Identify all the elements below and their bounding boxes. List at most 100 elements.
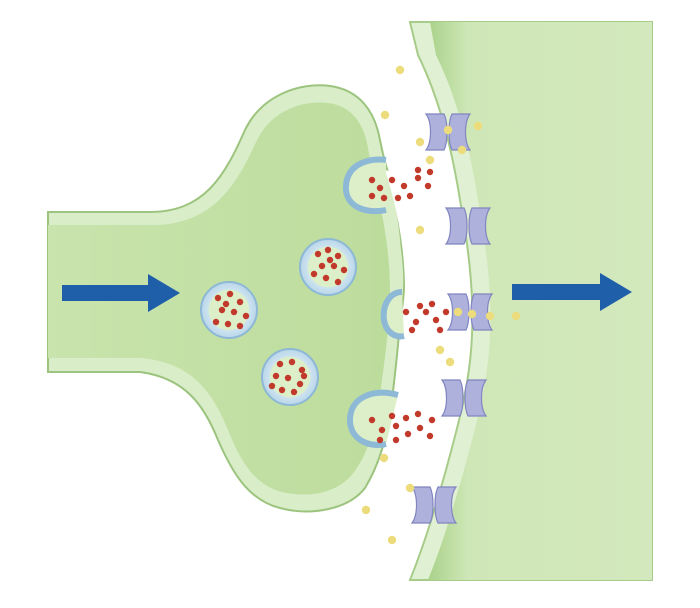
neurotransmitter-dot — [326, 256, 334, 264]
neurotransmitter-dot — [214, 294, 222, 302]
neurotransmitter-dot — [330, 262, 338, 270]
neurotransmitter-dot — [436, 326, 444, 334]
neurotransmitter-dot — [226, 290, 234, 298]
neurotransmitter-dot — [242, 312, 250, 320]
synaptic-vesicle — [299, 238, 357, 296]
neurotransmitter-dot — [378, 426, 386, 434]
ion-dot — [387, 535, 397, 545]
neurotransmitter-dot — [300, 372, 308, 380]
neurotransmitter-dot — [224, 320, 232, 328]
neurotransmitter-dot — [392, 436, 400, 444]
postsynaptic-cell — [408, 21, 653, 581]
neurotransmitter-dot — [222, 300, 230, 308]
fusing-vesicle-middle — [380, 289, 405, 340]
neurotransmitter-dot — [424, 182, 432, 190]
neurotransmitter-dot — [406, 192, 414, 200]
neurotransmitter-dot — [414, 410, 422, 418]
neurotransmitter-dot — [376, 436, 384, 444]
ion-dot — [405, 483, 415, 493]
neurotransmitter-dot — [322, 274, 330, 282]
neurotransmitter-dot — [340, 266, 348, 274]
neurotransmitter-dot — [368, 192, 376, 200]
neurotransmitter-dot — [426, 168, 434, 176]
neurotransmitter-dot — [402, 414, 410, 422]
ion-dot — [445, 357, 455, 367]
neurotransmitter-dot — [298, 366, 306, 374]
neurotransmitter-dot — [236, 298, 244, 306]
neurotransmitter-dot — [318, 262, 326, 270]
neurotransmitter-dot — [394, 194, 402, 202]
neurotransmitter-dot — [412, 318, 420, 326]
neurotransmitter-dot — [416, 302, 424, 310]
neurotransmitter-dot — [414, 166, 422, 174]
neurotransmitter-dot — [334, 252, 342, 260]
neurotransmitter-dot — [428, 300, 436, 308]
neurotransmitter-dot — [376, 184, 384, 192]
neurotransmitter-dot — [212, 318, 220, 326]
neurotransmitter-dot — [408, 326, 416, 334]
neurotransmitter-dot — [392, 422, 400, 430]
neurotransmitter-dot — [334, 278, 342, 286]
neurotransmitter-dot — [402, 308, 410, 316]
neurotransmitter-dot — [380, 194, 388, 202]
receptor — [410, 486, 458, 524]
neurotransmitter-dot — [324, 246, 332, 254]
ion-dot — [425, 155, 435, 165]
neurotransmitter-dot — [218, 306, 226, 314]
neurotransmitter-dot — [314, 250, 322, 258]
neurotransmitter-dot — [432, 316, 440, 324]
neurotransmitter-dot — [388, 176, 396, 184]
neurotransmitter-dot — [272, 372, 280, 380]
neurotransmitter-dot — [288, 358, 296, 366]
ion-dot — [380, 110, 390, 120]
receptor — [444, 207, 492, 245]
ion-dot — [473, 121, 483, 131]
neurotransmitter-dot — [296, 380, 304, 388]
ion-dot — [435, 345, 445, 355]
neurotransmitter-dot — [388, 412, 396, 420]
neurotransmitter-dot — [278, 386, 286, 394]
neurotransmitter-dot — [310, 270, 318, 278]
neurotransmitter-dot — [416, 424, 424, 432]
neurotransmitter-dot — [414, 174, 422, 182]
receptor — [424, 113, 472, 151]
neurotransmitter-dot — [284, 374, 292, 382]
arrow-right-icon — [62, 274, 180, 312]
ion-dot — [379, 453, 389, 463]
ion-dot — [415, 225, 425, 235]
neurotransmitter-dot — [290, 388, 298, 396]
ion-molecules — [361, 65, 521, 545]
ion-dot — [361, 505, 371, 515]
ion-dot — [395, 65, 405, 75]
arrow-right-icon — [512, 273, 632, 311]
neurotransmitter-dot — [368, 416, 376, 424]
ion-dot — [415, 137, 425, 147]
neurotransmitter-dot — [236, 322, 244, 330]
neurotransmitter-dot — [276, 360, 284, 368]
synaptic-cleft — [368, 150, 469, 510]
synaptic-vesicle — [200, 281, 258, 339]
receptors — [410, 113, 494, 524]
ion-dot — [443, 125, 453, 135]
neurotransmitter-dot — [422, 308, 430, 316]
neurotransmitter-dot — [368, 176, 376, 184]
neurotransmitter-molecules — [212, 166, 450, 444]
ion-dot — [457, 145, 467, 155]
neurotransmitter-dot — [442, 308, 450, 316]
neurotransmitter-dot — [400, 182, 408, 190]
fusing-vesicle-top — [342, 156, 387, 215]
ion-dot — [485, 311, 495, 321]
receptor — [446, 293, 494, 331]
neurotransmitter-dot — [268, 382, 276, 390]
ion-dot — [467, 309, 477, 319]
receptor — [440, 379, 488, 417]
neurotransmitter-dot — [404, 430, 412, 438]
neurotransmitter-dot — [426, 432, 434, 440]
neurotransmitter-dot — [230, 308, 238, 316]
ion-dot — [511, 311, 521, 321]
neurotransmitter-dot — [428, 416, 436, 424]
postsynaptic-body — [428, 22, 652, 580]
ion-dot — [453, 307, 463, 317]
